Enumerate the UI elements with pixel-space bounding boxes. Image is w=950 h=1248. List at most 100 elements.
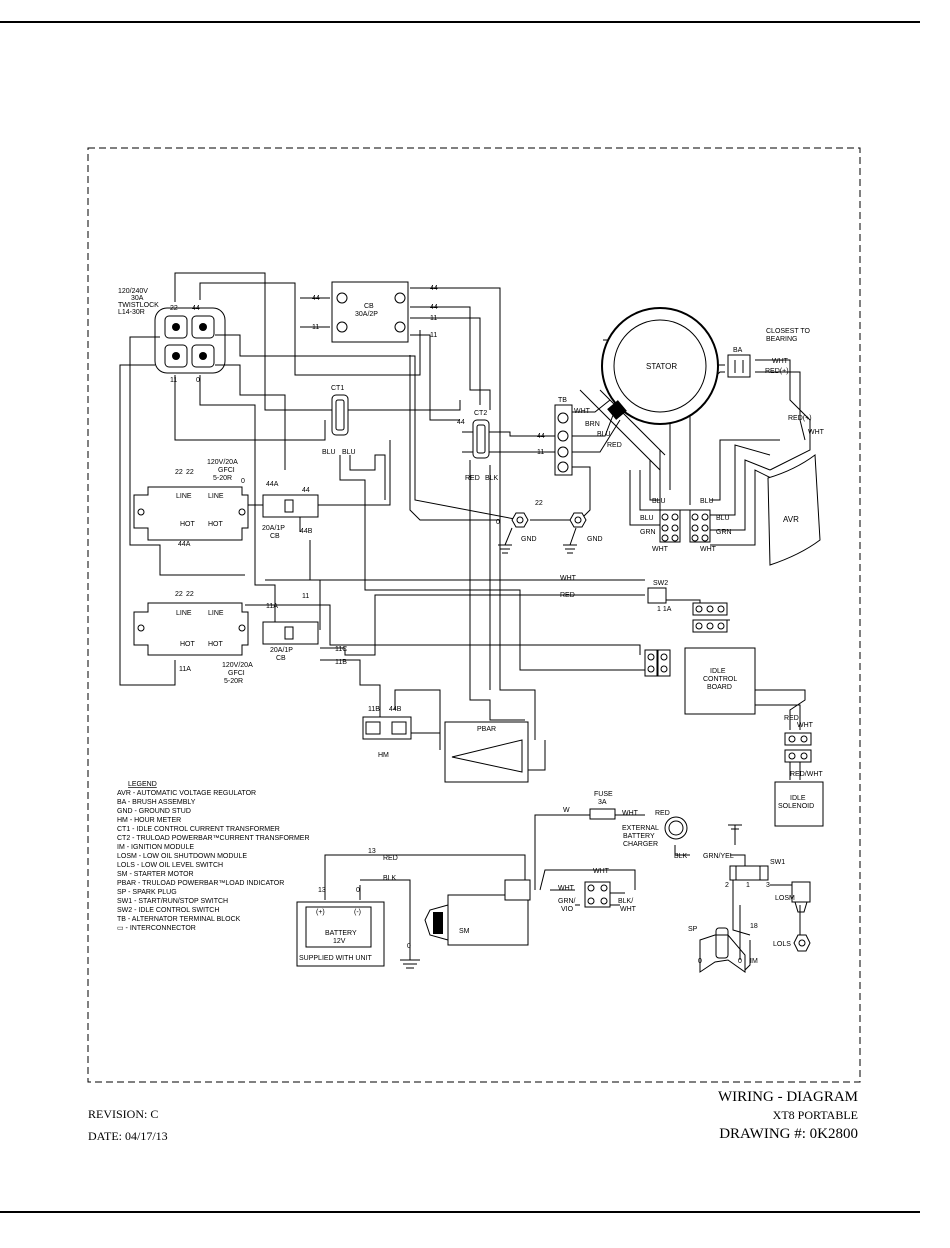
sw1-pin-1: 1	[746, 882, 750, 889]
gfci2-pin-22b: 22	[186, 591, 194, 598]
starter-label: SM	[459, 928, 470, 935]
brush-note-2: BEARING	[766, 336, 798, 343]
ct1-wire-2: BLU	[342, 449, 356, 456]
receptacle-pin-11: 11	[170, 377, 177, 384]
battery-charger: EXTERNAL BATTERY CHARGER BLK GRN/YEL	[622, 816, 742, 860]
idle-board-label-2: CONTROL	[703, 676, 737, 683]
idle-control-switch-sw2: SW2 1 1A WHT RED	[560, 575, 728, 633]
ignition-assembly: SP IM 0 0	[688, 926, 758, 973]
ct1-transformer: CT1 BLU BLU	[322, 385, 356, 456]
starter-wire-grn: GRN/	[558, 898, 576, 905]
avr-wire-blu-1: BLU	[652, 498, 666, 505]
sw1-wire-18: 18	[750, 923, 758, 930]
brush-assembly: BA CLOSEST TO BEARING WHT RED(+) RED(+) …	[727, 328, 825, 436]
sw1-pin-2: 2	[725, 882, 729, 889]
ignition-im: IM	[750, 958, 758, 965]
idle-solenoid: IDLE SOLENOID	[774, 781, 824, 827]
ct2-wire-red: RED	[465, 475, 480, 482]
starter-wire-wht: WHT	[558, 885, 575, 892]
gfci2-hot-1: HOT	[180, 641, 196, 648]
legend-item: IM - IGNITION MODULE	[117, 844, 194, 851]
losm-module: LOSM	[775, 881, 811, 913]
legend-item: PBAR - TRULOAD POWERBAR™LOAD INDICATOR	[117, 880, 284, 887]
idle-board-wire-redwht: RED/WHT	[790, 771, 823, 778]
gfci-receptacle-2: 22 22 LINE LINE HOT HOT 11A 120V/20A GFC…	[133, 591, 253, 685]
battery-note: SUPPLIED WITH UNIT	[299, 955, 372, 962]
legend-item: LOSM - LOW OIL SHUTDOWN MODULE	[117, 853, 247, 860]
gfci1-label-1: 120V/20A	[207, 459, 238, 466]
idle-solenoid-label-1: IDLE	[790, 795, 806, 802]
date: DATE: 04/17/13	[88, 1129, 168, 1143]
battery-wire-red: RED	[383, 855, 398, 862]
brush-wire-red: RED(+)	[765, 368, 789, 375]
battery-wire-0: 0	[356, 887, 360, 894]
tb-wire-brn: BRN	[585, 421, 600, 428]
battery-wire-13b: 13	[318, 887, 326, 894]
sw2-wire-wht: WHT	[560, 575, 577, 582]
top-rule	[0, 21, 920, 23]
bottom-rule	[0, 1211, 920, 1213]
breaker-main-label-2: 30A/2P	[355, 311, 378, 318]
pbar-label: PBAR	[477, 726, 496, 733]
model: XT8 PORTABLE	[772, 1108, 858, 1122]
battery-wire-blk: BLK	[383, 875, 397, 882]
stator: STATOR	[579, 307, 719, 471]
starter-wire-blk: BLK/	[618, 898, 633, 905]
sw2-wire-red: RED	[560, 592, 575, 599]
receptacle-label-4: L14-30R	[118, 309, 145, 316]
cb3-wire-11c: 11C	[335, 646, 347, 653]
gfci2-label-3: 5-20R	[224, 678, 243, 685]
battery-label-1: BATTERY	[325, 930, 357, 937]
ignition-sp: SP	[688, 926, 698, 933]
legend-item: SM - STARTER MOTOR	[117, 871, 194, 878]
stator-label: STATOR	[646, 362, 677, 371]
avr-wire-blu-2: BLU	[640, 515, 654, 522]
revision: REVISION: C	[88, 1107, 159, 1121]
ct2-wire-44: 44	[457, 419, 465, 426]
avr: AVR BLU BLU BLU BLU GRN GRN WHT WHT	[640, 454, 821, 566]
lols-switch: LOLS	[773, 934, 811, 952]
idle-solenoid-label-2: SOLENOID	[778, 803, 814, 810]
tb-wire-wht: WHT	[574, 408, 591, 415]
gfci1-wire-0: 0	[241, 478, 245, 485]
receptacle-label-3: TWISTLOCK	[118, 302, 159, 309]
breaker-wire-11b: 11	[430, 315, 437, 322]
hour-meter: 11B 44B HM	[362, 706, 412, 759]
battery-wire-0b: 0	[407, 943, 411, 950]
charger-wire-blk: BLK	[674, 853, 688, 860]
gfci1-pin-22b: 22	[186, 469, 194, 476]
battery-pos: (+)	[316, 909, 325, 916]
gfci2-pin-22a: 22	[175, 591, 183, 598]
idle-board-wire-wht: WHT	[797, 722, 814, 729]
brush-label: BA	[733, 347, 743, 354]
sw1-pin-3: 3	[766, 882, 770, 889]
legend-item: HM - HOUR METER	[117, 817, 181, 824]
tb-wire-44: 44	[537, 433, 545, 440]
starter-wire-w: W	[563, 807, 570, 814]
gfci-receptacle-1: 120V/20A GFCI 5-20R 22 22 LINE LINE HOT …	[133, 459, 249, 548]
battery-neg: (-)	[354, 909, 361, 916]
idle-board-label-1: IDLE	[710, 668, 726, 675]
brush-note-1: CLOSEST TO	[766, 328, 811, 335]
sw2-label: SW2	[653, 580, 668, 587]
tb-label: TB	[558, 397, 567, 404]
ground-studs: GND GND 0 22	[496, 500, 603, 554]
receptacle-pin-44: 44	[192, 305, 200, 312]
ignition-wire-0: 0	[698, 958, 702, 965]
hm-wire-11b: 11B	[368, 706, 380, 713]
battery-wire-13: 13	[368, 848, 376, 855]
ct2-transformer: CT2 44 RED BLK	[457, 410, 499, 482]
ground-label-1: GND	[521, 536, 537, 543]
legend-item: SW1 - START/RUN/STOP SWITCH	[117, 898, 228, 905]
ct2-label: CT2	[474, 410, 487, 417]
charger-label-3: CHARGER	[623, 841, 658, 848]
gfci1-label-2: GFCI	[218, 467, 235, 474]
breaker-wire-44a: 44	[312, 295, 320, 302]
brush-wire-wht-2: WHT	[808, 429, 825, 436]
terminal-block: TB 44 11 WHT BRN BLU RED	[537, 397, 622, 476]
ct1-label: CT1	[331, 385, 344, 392]
starter-motor: SM WHT WHT GRN/ VIO BLK/ WHT W	[424, 807, 637, 946]
cb2-wire-44: 44	[302, 487, 310, 494]
starter-wire-wht-3: WHT	[620, 906, 637, 913]
legend-heading: LEGEND	[128, 781, 157, 788]
